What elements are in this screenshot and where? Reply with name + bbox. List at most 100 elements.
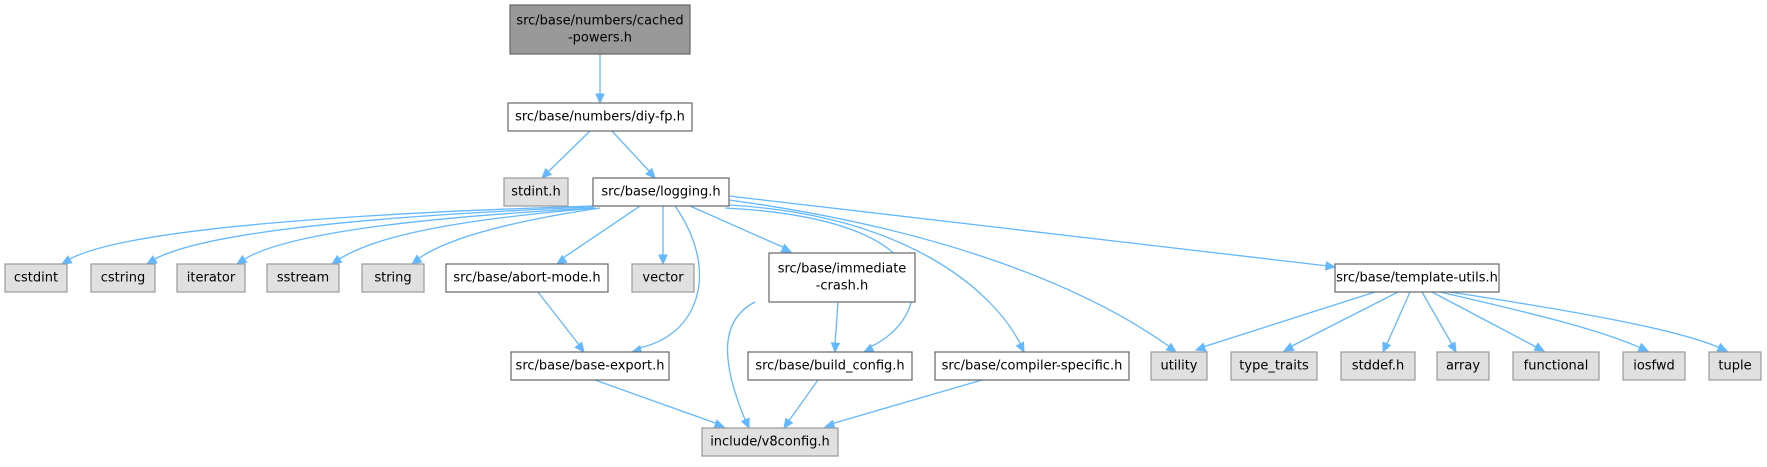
arrowhead-icon — [780, 243, 793, 253]
node-box — [503, 177, 569, 207]
node-immediate-crash[interactable]: src/base/immediate-crash.h — [768, 252, 916, 303]
edge-line — [1421, 291, 1454, 347]
node-box — [1340, 351, 1416, 381]
node-stdint: stdint.h — [503, 177, 569, 207]
node-label: src/base/numbers/diy-fp.h — [515, 110, 685, 125]
arrowhead-icon — [574, 341, 585, 353]
arrowhead-icon — [645, 167, 656, 179]
arrowhead-icon — [713, 419, 726, 429]
arrowhead-icon — [1637, 342, 1650, 352]
node-label: iterator — [187, 271, 236, 286]
node-base-export[interactable]: src/base/base-export.h — [510, 351, 670, 381]
node-label: src/base/logging.h — [601, 185, 720, 200]
arrowhead-icon — [411, 254, 423, 265]
edge-logging-to-iterator — [235, 207, 595, 265]
edge-immediate-crash-to-v8config — [726, 301, 756, 430]
node-label: tuple — [1718, 359, 1751, 374]
node-logging[interactable]: src/base/logging.h — [592, 177, 730, 207]
arrowhead-icon — [1533, 342, 1546, 352]
edge-template-utils-to-tuple — [1449, 291, 1729, 352]
node-label: src/base/template-utils.h — [1336, 271, 1498, 286]
node-box — [361, 263, 425, 293]
node-type-traits: type_traits — [1230, 351, 1318, 381]
edge-template-utils-to-array — [1421, 291, 1457, 354]
node-label: src/base/compiler-specific.h — [942, 359, 1123, 374]
edge-line — [1449, 291, 1721, 349]
edge-line — [67, 205, 594, 261]
node-label: src/base/immediate — [778, 262, 907, 277]
edge-base-export-to-v8config — [594, 379, 726, 429]
edge-line — [689, 205, 786, 249]
node-stddef: stddef.h — [1340, 351, 1416, 381]
node-box — [1436, 351, 1490, 381]
arrowhead-icon — [235, 254, 248, 265]
node-box — [701, 427, 839, 457]
node-box — [631, 263, 695, 293]
edge-logging-to-cstdint — [60, 205, 594, 265]
node-box — [1334, 263, 1500, 293]
node-box — [509, 4, 691, 55]
edge-template-utils-to-utility — [1194, 291, 1376, 352]
edge-line — [562, 205, 641, 259]
arrowhead-icon — [1194, 342, 1207, 352]
edge-line — [728, 204, 1022, 346]
node-label: functional — [1524, 359, 1589, 374]
node-iosfwd: iosfwd — [1622, 351, 1686, 381]
edge-line — [337, 207, 597, 261]
node-label: cstdint — [14, 271, 58, 286]
edge-line — [1202, 291, 1376, 348]
node-box — [266, 263, 340, 293]
edge-template-utils-to-iosfwd — [1439, 291, 1650, 352]
node-abort-mode[interactable]: src/base/abort-mode.h — [445, 263, 609, 293]
edge-build-config-to-v8config — [783, 379, 819, 429]
edge-line — [594, 379, 719, 425]
edge-template-utils-to-type-traits — [1282, 291, 1399, 352]
edge-line — [1289, 291, 1399, 348]
node-cached-powers[interactable]: src/base/numbers/cached-powers.h — [509, 4, 691, 55]
edge-line — [537, 291, 581, 347]
node-box — [592, 177, 730, 207]
edge-line — [1431, 291, 1539, 349]
arrowhead-icon — [541, 167, 553, 179]
node-label: stddef.h — [1352, 359, 1404, 374]
arrowhead-icon — [1165, 342, 1178, 353]
node-iterator: iterator — [176, 263, 246, 293]
arrowhead-icon — [145, 255, 158, 265]
edge-line — [728, 199, 1171, 348]
edge-logging-to-abort-mode — [555, 205, 641, 265]
arrowhead-icon — [555, 254, 568, 265]
edge-line — [834, 301, 839, 346]
arrowhead-icon — [1282, 342, 1295, 352]
node-box — [176, 263, 246, 293]
edge-logging-to-sstream — [330, 207, 597, 265]
edge-immediate-crash-to-build-config — [830, 301, 841, 354]
node-box — [934, 351, 1130, 381]
node-build-config[interactable]: src/base/build_config.h — [747, 351, 913, 381]
edge-logging-to-vector — [658, 206, 668, 266]
node-functional: functional — [1512, 351, 1600, 381]
node-diy-fp[interactable]: src/base/numbers/diy-fp.h — [507, 102, 693, 132]
node-tuple: tuple — [1708, 351, 1762, 381]
node-label: src/base/build_config.h — [755, 359, 904, 374]
edge-diy-fp-to-logging — [611, 130, 656, 179]
node-template-utils[interactable]: src/base/template-utils.h — [1334, 263, 1500, 293]
node-array: array — [1436, 351, 1490, 381]
edge-line — [611, 130, 651, 173]
edge-line — [1385, 291, 1411, 347]
edge-cached-powers-to-diy-fp — [595, 54, 605, 105]
arrowhead-icon — [658, 254, 668, 266]
edge-compiler-specific-to-v8config — [823, 379, 983, 429]
node-label: include/v8config.h — [710, 435, 830, 450]
edge-logging-to-compiler-specific — [728, 204, 1025, 354]
node-box — [1150, 351, 1208, 381]
node-vector: vector — [631, 263, 695, 293]
edge-logging-to-template-utils — [728, 195, 1337, 271]
edge-line — [152, 206, 594, 261]
node-label: src/base/abort-mode.h — [453, 271, 600, 286]
node-label: array — [1446, 359, 1480, 374]
node-label: src/base/base-export.h — [516, 359, 665, 374]
arrowhead-icon — [1015, 341, 1025, 354]
arrowhead-icon — [60, 255, 73, 265]
node-compiler-specific[interactable]: src/base/compiler-specific.h — [934, 351, 1130, 381]
